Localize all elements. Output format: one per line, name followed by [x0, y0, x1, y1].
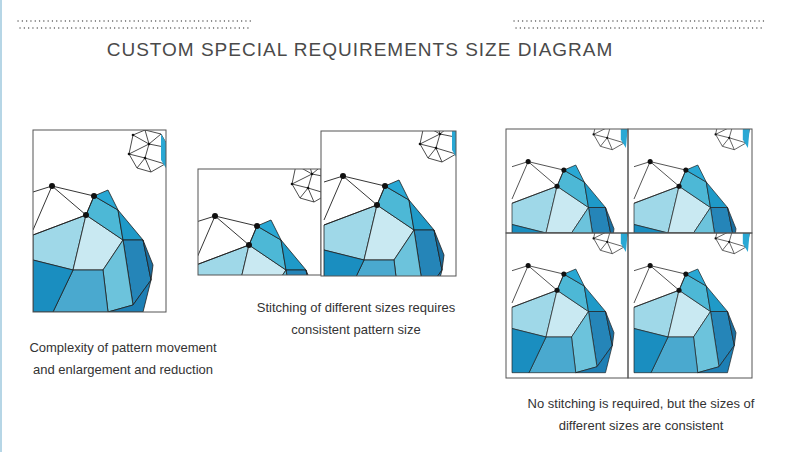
diagram-title: CUSTOM SPECIAL REQUIREMENTS SIZE DIAGRAM: [0, 38, 720, 62]
pattern-panel: [33, 130, 169, 312]
caption-text: No stitching is required, but the sizes …: [508, 393, 774, 437]
caption-text: Complexity of pattern movement and enlar…: [18, 337, 228, 381]
caption-text: Stitching of different sizes requires co…: [236, 297, 476, 341]
page-edge: [0, 0, 2, 452]
dotted-rule: [18, 21, 765, 28]
pattern-grid: [506, 114, 752, 378]
